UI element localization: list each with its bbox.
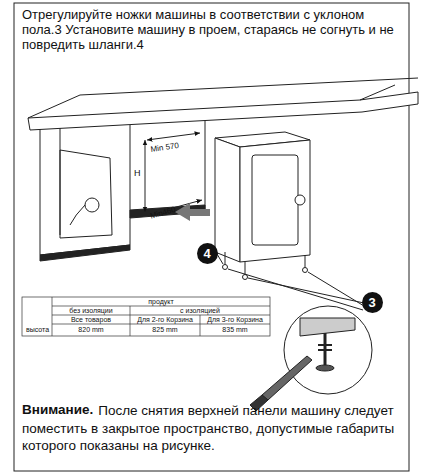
callout-circle: 4 xyxy=(197,243,218,264)
table-cell: продукт xyxy=(52,298,270,306)
table-cell: с изоляцией xyxy=(130,307,270,315)
callout-circle: 3 xyxy=(362,292,383,313)
table-grid xyxy=(22,297,270,336)
table-cell: Для 2-го Корзина xyxy=(130,316,200,324)
page-frame xyxy=(14,3,409,471)
table-cell: без изоляции xyxy=(52,307,130,315)
dimension-label: H xyxy=(134,168,146,178)
table-cell: 820 mm xyxy=(52,326,130,334)
table-cell: Для 3-го Корзина xyxy=(200,316,270,324)
table-cell: 825 mm xyxy=(130,326,200,334)
dishwasher xyxy=(215,132,310,280)
cabinet xyxy=(40,121,205,261)
table-cell: высота xyxy=(23,326,52,334)
leader-line xyxy=(217,254,364,310)
dimension-label: Min 570 xyxy=(150,138,201,154)
callout-number: 3 xyxy=(368,295,375,310)
height-dimension xyxy=(145,140,146,212)
insert-arrow xyxy=(175,203,210,221)
note-text: После снятия верхней панели машину следу… xyxy=(22,402,407,455)
instruction-text: Отрегулируйте ножки машины в соответстви… xyxy=(22,8,407,53)
depth-dimension xyxy=(147,133,200,140)
callout-number: 4 xyxy=(203,246,210,261)
warning-heading: Внимание. xyxy=(22,402,93,418)
countertop xyxy=(28,78,418,130)
table-cell: 835 mm xyxy=(200,326,270,334)
detail-view xyxy=(250,306,372,411)
table-cell: Все товаров xyxy=(52,316,130,324)
